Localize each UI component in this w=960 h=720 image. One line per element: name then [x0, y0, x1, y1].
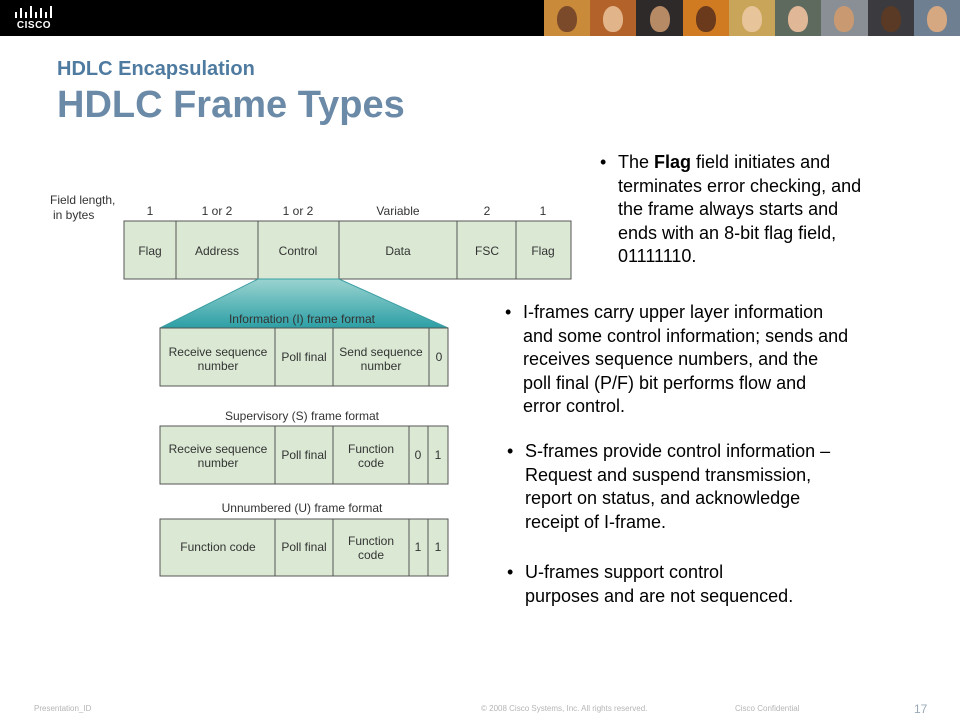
i-frame-send-seq — [332, 327, 430, 387]
i-frame-receive-seq-line2: number — [198, 359, 239, 373]
s-frame-receive-seq — [159, 425, 276, 485]
field-fsc — [456, 220, 517, 280]
bullet-s-line3: report on status, and acknowledge — [525, 488, 801, 508]
cisco-logo: CISCO — [12, 4, 56, 32]
bullet-i-frames: • I-frames carry upper layer information… — [505, 301, 848, 419]
photo-tile — [821, 0, 868, 36]
length-control: 1 or 2 — [283, 204, 314, 218]
top-banner: CISCO — [0, 0, 960, 36]
u-frame-function-code — [159, 518, 276, 577]
bullet-u-frames: • U-frames support control purposes and … — [507, 561, 793, 608]
bullet-dot: • — [507, 562, 514, 582]
bullet-u-line2: purposes and are not sequenced. — [525, 585, 794, 606]
i-frame-bit — [428, 327, 449, 387]
field-fsc-label: FSC — [475, 244, 499, 258]
field-address-label: Address — [195, 244, 239, 258]
i-frame-send-seq-line1: Send sequence — [339, 345, 423, 359]
bullet-dot: • — [600, 152, 607, 172]
i-frame-title: Information (I) frame format — [229, 312, 376, 326]
i-frame-bit-label: 0 — [436, 350, 443, 364]
u-frame-title: Unnumbered (U) frame format — [222, 501, 383, 515]
footer-copyright: © 2008 Cisco Systems, Inc. All rights re… — [481, 704, 648, 713]
bullet-flag-bold: Flag — [654, 152, 692, 172]
s-frame-title: Supervisory (S) frame format — [225, 409, 380, 423]
field-length-unit: in bytes — [53, 208, 94, 222]
bullet-s-line1: S-frames provide control information – — [525, 441, 831, 461]
length-data: Variable — [376, 204, 419, 218]
s-frame-function-code — [332, 425, 410, 485]
photo-tile — [590, 0, 637, 36]
u-frame-bit-1 — [427, 518, 449, 577]
u-frame-bit-1-label: 1 — [435, 540, 442, 554]
length-fsc: 2 — [484, 204, 491, 218]
i-frame-send-seq-line2: number — [361, 359, 402, 373]
bullet-flag-line4: ends with an 8-bit flag field, — [618, 222, 837, 243]
photo-tile — [544, 0, 591, 36]
s-frame-receive-seq-line1: Receive sequence — [169, 442, 268, 456]
field-flag-end-label: Flag — [531, 244, 554, 258]
field-flag-end — [515, 220, 572, 280]
s-frame-bit-0-label: 0 — [415, 448, 422, 462]
photo-tile — [913, 0, 960, 36]
u-frame-function-line2: code — [358, 548, 384, 562]
u-frame-poll-final-label: Poll final — [281, 540, 326, 554]
field-control-label: Control — [279, 244, 318, 258]
bullet-u-line1: U-frames support control — [525, 562, 724, 582]
bullet-flag-pre: The — [618, 152, 655, 172]
bullet-flag-line3: the frame always starts and — [618, 199, 839, 219]
bullet-dot: • — [507, 441, 514, 461]
bullet-s-line2: Request and suspend transmission, — [525, 464, 812, 485]
u-frame-poll-final — [274, 518, 334, 577]
i-frame-poll-final — [274, 327, 334, 387]
bullet-flag-line2: terminates error checking, and — [618, 175, 862, 196]
photo-tile — [682, 0, 729, 36]
length-flag-end: 1 — [540, 204, 547, 218]
photo-tile — [728, 0, 776, 36]
s-frame-function-line1: Function — [348, 442, 394, 456]
field-control — [257, 220, 340, 280]
bullet-i-line4: poll final (P/F) bit performs flow and — [523, 372, 807, 393]
u-frame-function-line1: Function — [348, 534, 394, 548]
photo-strip — [544, 0, 960, 36]
cisco-bridge-bars-icon — [15, 6, 52, 18]
i-frame-receive-seq-line1: Receive sequence — [169, 345, 268, 359]
field-data-label: Data — [385, 244, 411, 258]
s-frame-function-line2: code — [358, 456, 384, 470]
footer-confidential: Cisco Confidential — [735, 704, 800, 713]
bullet-i-line1: I-frames carry upper layer information — [523, 302, 824, 322]
s-frame-bit-1 — [427, 425, 449, 485]
s-frame-bit-1-label: 1 — [435, 448, 442, 462]
photo-tile — [867, 0, 914, 36]
bullet-flag-line1: field initiates and — [691, 152, 831, 172]
slide-title: HDLC Frame Types — [57, 84, 405, 126]
cisco-logo-text: CISCO — [16, 20, 52, 31]
bullet-i-line2: and some control information; sends and — [523, 325, 849, 346]
s-frame-poll-final-label: Poll final — [281, 448, 326, 462]
slide-subtitle: HDLC Encapsulation — [57, 58, 255, 80]
page-number: 17 — [914, 702, 928, 716]
field-address — [175, 220, 259, 280]
photo-tile — [775, 0, 822, 36]
bullet-i-line5: error control. — [523, 396, 626, 416]
field-length-label: Field length, — [50, 193, 115, 207]
field-data — [338, 220, 458, 280]
bullet-flag-line5: 01111110. — [618, 246, 697, 266]
footer-presentation-id: Presentation_ID — [34, 704, 92, 713]
s-frame-poll-final — [274, 425, 334, 485]
field-flag — [123, 220, 177, 280]
photo-tile — [636, 0, 683, 36]
field-flag-label: Flag — [138, 244, 161, 258]
bullet-flag-field: • The Flag field initiates and terminate… — [600, 151, 861, 269]
u-frame-bit-0-label: 1 — [415, 540, 422, 554]
bullet-dot: • — [505, 302, 512, 322]
s-frame-receive-seq-line2: number — [198, 456, 239, 470]
bullet-i-line3: receives sequence numbers, and the — [523, 349, 819, 369]
length-address: 1 or 2 — [202, 204, 233, 218]
bullet-s-frames: • S-frames provide control information –… — [507, 440, 830, 534]
length-flag: 1 — [147, 204, 154, 218]
bullet-s-line4: receipt of I-frame. — [525, 511, 667, 532]
u-frame-function-code-label: Function code — [180, 540, 256, 554]
i-frame-poll-final-label: Poll final — [281, 350, 326, 364]
